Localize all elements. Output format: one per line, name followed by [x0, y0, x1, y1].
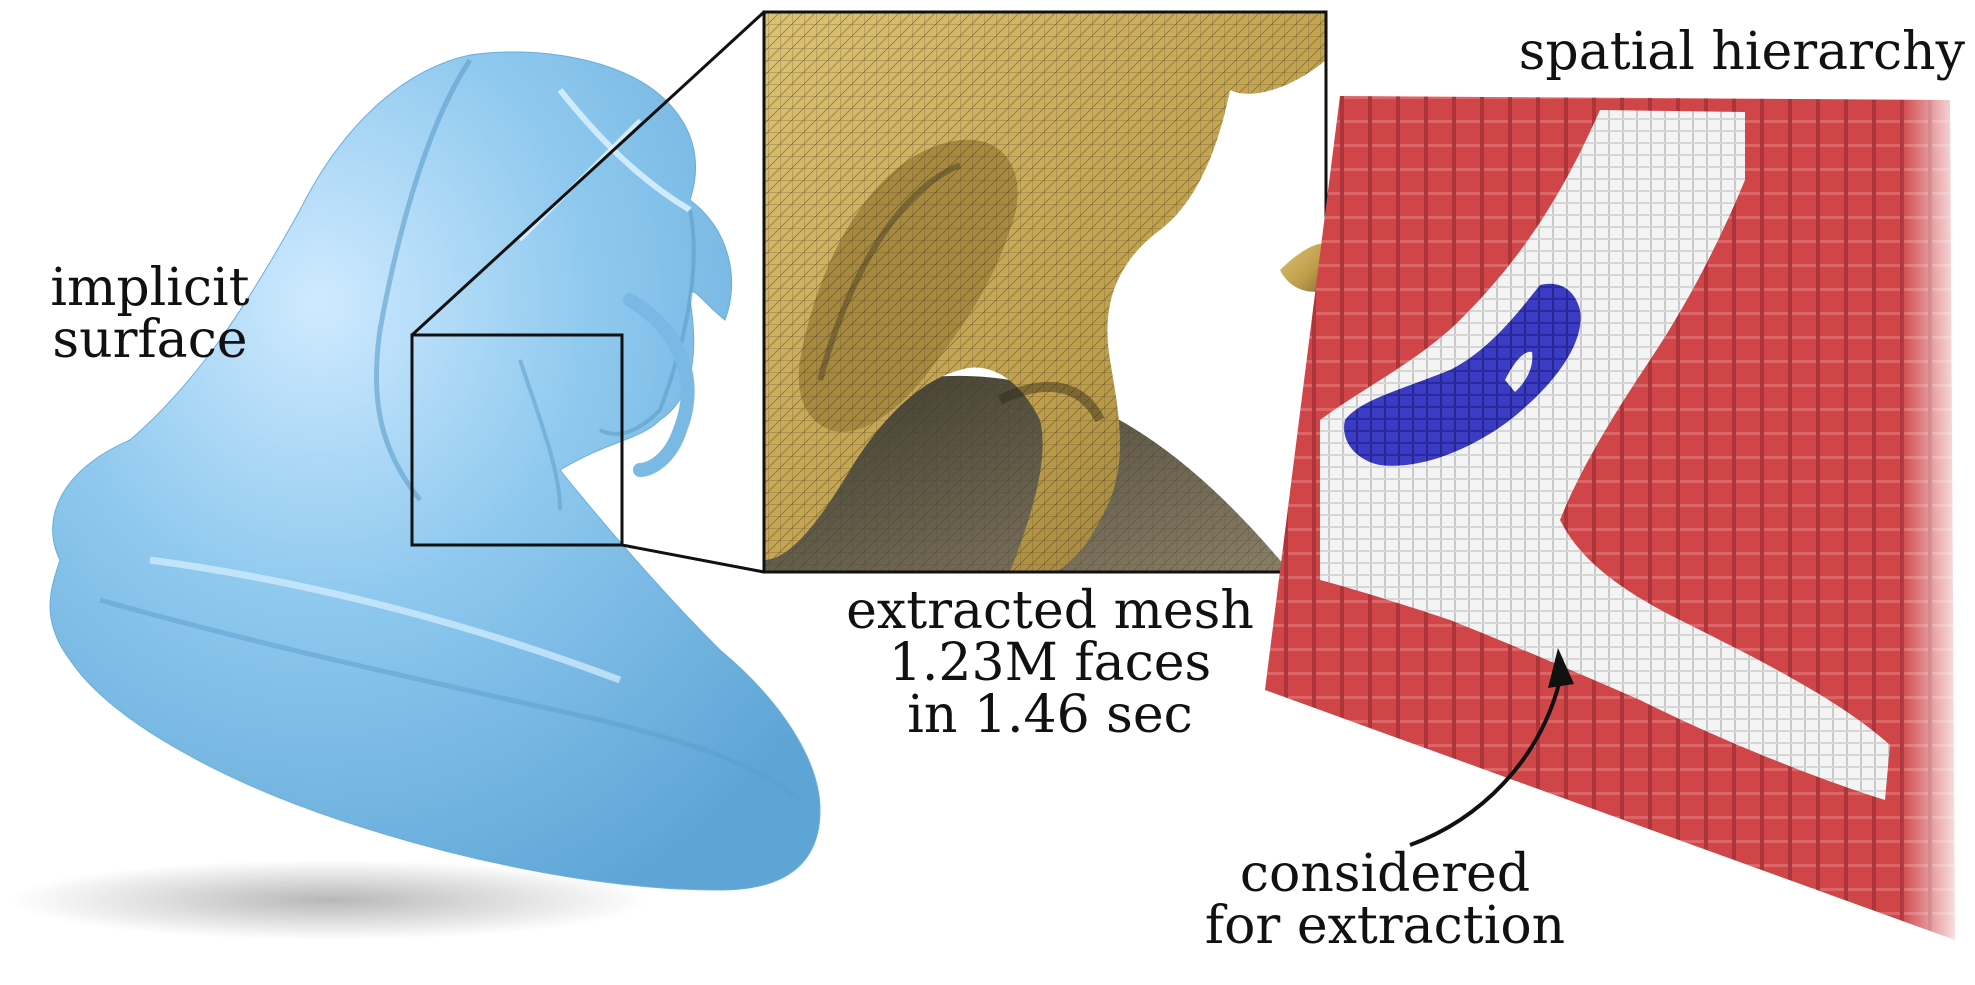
- label-extracted-mesh-line2: 1.23M faces: [888, 633, 1212, 693]
- spatial-hierarchy-render: [1265, 90, 1960, 950]
- label-spatial-hierarchy: spatial hierarchy: [1518, 22, 1965, 82]
- label-implicit-surface-line2: surface: [52, 310, 248, 370]
- implicit-surface-render: [10, 51, 821, 940]
- label-extracted-mesh-line1: extracted mesh: [846, 581, 1254, 641]
- label-extracted-mesh-line3: in 1.46 sec: [907, 685, 1193, 745]
- label-implicit-surface-line1: implicit: [50, 258, 250, 318]
- label-considered-for-extraction: considered for extraction: [1175, 848, 1595, 952]
- zoom-region-frame: [410, 333, 624, 547]
- zoom-connector-top: [410, 10, 766, 337]
- extracted-mesh-inset: [764, 12, 1326, 572]
- considered-arrow: [1409, 679, 1562, 847]
- zoom-connector-bottom: [621, 543, 765, 574]
- label-considered-line1: considered: [1239, 844, 1531, 904]
- considered-arrow-head: [1548, 648, 1574, 688]
- label-implicit-surface: implicit surface: [20, 262, 280, 366]
- label-considered-line2: for extraction: [1204, 896, 1566, 956]
- label-extracted-mesh: extracted mesh 1.23M faces in 1.46 sec: [790, 585, 1310, 741]
